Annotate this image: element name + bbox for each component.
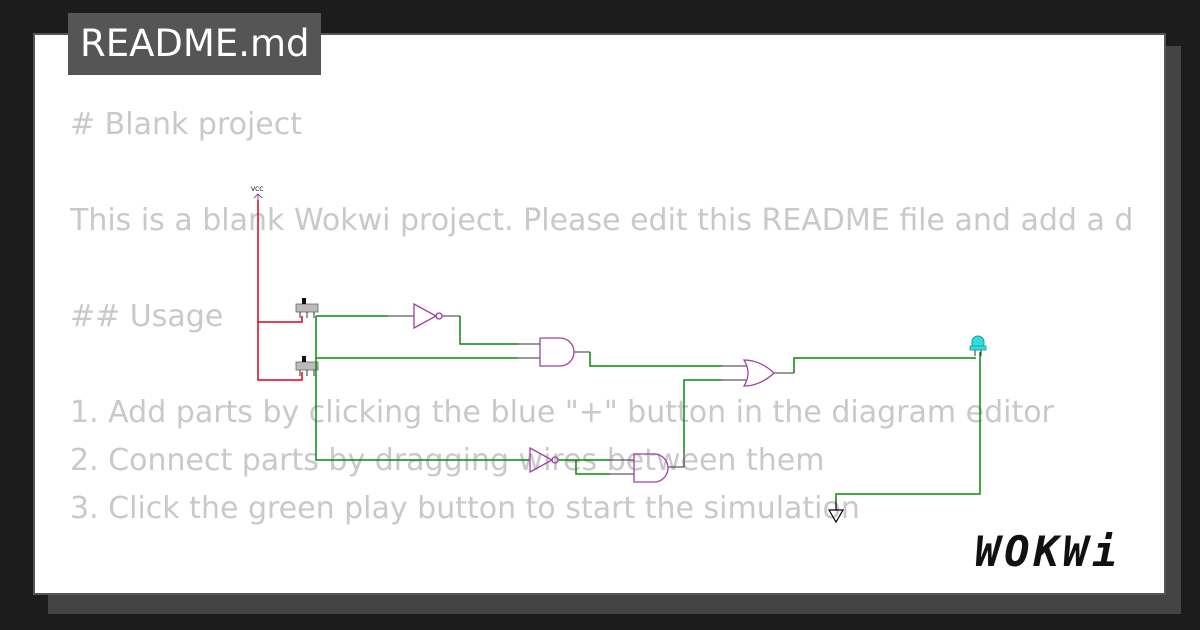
readme-step-1: 1. Add parts by clicking the blue "+" bu… (70, 395, 1054, 430)
signal-wires[interactable] (315, 315, 981, 500)
slide-switch-2[interactable] (295, 356, 319, 376)
ground-icon (827, 500, 845, 524)
and-gate-1[interactable] (539, 337, 575, 367)
readme-description: This is a blank Wokwi project. Please ed… (70, 203, 1133, 238)
vcc-arrow-icon (253, 193, 263, 200)
or-gate[interactable] (742, 359, 775, 387)
gate-stubs (388, 315, 794, 475)
vcc-label: VCC (251, 186, 263, 193)
not-gate-2[interactable] (529, 446, 559, 474)
led[interactable] (969, 335, 987, 356)
not-gate-1[interactable] (413, 302, 443, 330)
readme-card: # Blank project This is a blank Wokwi pr… (33, 33, 1166, 595)
readme-usage-heading: ## Usage (70, 299, 224, 334)
and-gate-2[interactable] (633, 453, 669, 483)
readme-tab[interactable]: README.md (68, 13, 322, 75)
readme-step-3: 3. Click the green play button to start … (70, 491, 860, 526)
power-wires[interactable] (257, 200, 303, 381)
readme-heading: # Blank project (70, 107, 303, 142)
slide-switch-1[interactable] (295, 298, 319, 318)
readme-content: # Blank project This is a blank Wokwi pr… (35, 35, 1164, 593)
wokwi-logo: WOKWi (975, 527, 1122, 576)
